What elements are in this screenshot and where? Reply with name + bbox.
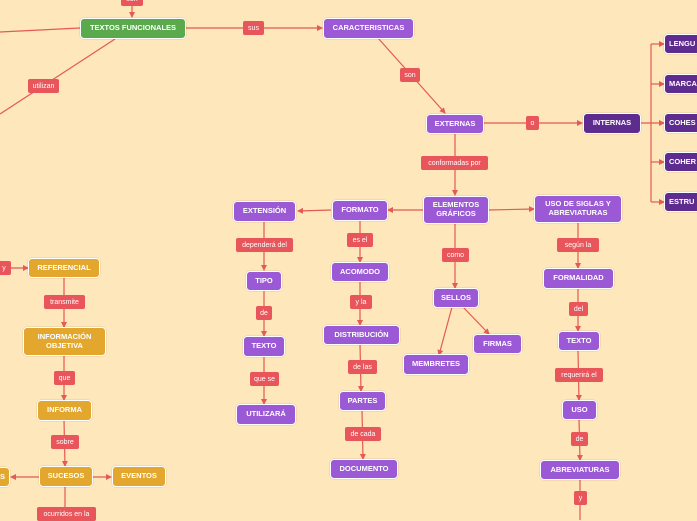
link-label-es-el: es el <box>347 233 373 247</box>
link-label-que: que <box>54 371 75 385</box>
node-marca[interactable]: MARCA <box>664 74 697 94</box>
node-internas[interactable]: INTERNAS <box>583 113 641 134</box>
node-left-cut[interactable]: S <box>0 467 10 487</box>
node-sellos[interactable]: SELLOS <box>433 288 479 308</box>
node-uso-de-siglas[interactable]: USO DE SIGLAS Y ABREVIATURAS <box>534 195 622 223</box>
link-label-de-uso: de <box>571 432 588 446</box>
node-sucesos[interactable]: SUCESOS <box>39 466 93 487</box>
node-estru[interactable]: ESTRU <box>664 192 697 212</box>
link-label-o: o <box>526 116 539 130</box>
node-referencial[interactable]: REFERENCIAL <box>28 258 100 278</box>
node-externas[interactable]: EXTERNAS <box>426 114 484 134</box>
link-label-del: del <box>569 302 588 316</box>
link-label-son: son <box>400 68 420 82</box>
node-informacion-objetiva[interactable]: INFORMACIÓN OBJETIVA <box>23 327 106 356</box>
link-label-son-top: son <box>121 0 143 6</box>
link-label-transmite: transmite <box>44 295 85 309</box>
link-label-como: como <box>442 248 469 262</box>
link-label-utilizan: utilizan <box>28 79 59 93</box>
node-abreviaturas[interactable]: ABREVIATURAS <box>540 460 620 480</box>
node-texto-left[interactable]: TEXTO <box>243 336 285 357</box>
node-acomodo[interactable]: ACOMODO <box>331 262 389 282</box>
link-label-que-se: que se <box>250 372 279 386</box>
link-label-sobre: sobre <box>51 435 79 449</box>
node-cohes[interactable]: COHES <box>664 113 697 133</box>
node-elementos-graficos[interactable]: ELEMENTOS GRÁFICOS <box>423 196 489 224</box>
link-label-de-tipo: de <box>256 306 272 320</box>
link-label-dependera-del: dependerá del <box>236 238 293 252</box>
link-label-ocurridos-en-la: ocurridos en la <box>37 507 96 521</box>
link-label-de-cada: de cada <box>345 427 381 441</box>
link-label-y-la: y la <box>350 295 372 309</box>
node-partes[interactable]: PARTES <box>339 391 386 411</box>
link-label-de-las: de las <box>348 360 377 374</box>
node-uso[interactable]: USO <box>562 400 597 420</box>
node-formato[interactable]: FORMATO <box>332 200 388 221</box>
link-label-conformadas-por: conformadas por <box>421 156 488 170</box>
node-lengu[interactable]: LENGU <box>664 34 697 54</box>
node-eventos[interactable]: EVENTOS <box>112 466 166 487</box>
node-extension[interactable]: EXTENSIÓN <box>233 201 296 222</box>
node-formalidad[interactable]: FORMALIDAD <box>543 268 614 289</box>
node-firmas[interactable]: FIRMAS <box>473 334 522 354</box>
node-caracteristicas[interactable]: CARACTERISTICAS <box>323 18 414 39</box>
node-utilizara[interactable]: UTILIZARÁ <box>236 404 296 425</box>
node-distribucion[interactable]: DISTRIBUCIÓN <box>323 325 400 345</box>
link-label-requerira-el: requerirá el <box>555 368 603 382</box>
node-membretes[interactable]: MEMBRETES <box>403 354 469 375</box>
node-documento[interactable]: DOCUMENTO <box>330 459 398 479</box>
node-textos-funcionales[interactable]: TEXTOS FUNCIONALES <box>80 18 186 39</box>
link-label-y-bottom: y <box>574 491 587 505</box>
node-coher[interactable]: COHER <box>664 152 697 172</box>
node-tipo[interactable]: TIPO <box>246 271 282 291</box>
link-label-sus: sus <box>243 21 264 35</box>
link-label-y-left: y <box>0 261 11 275</box>
link-label-segun-la: según la <box>557 238 599 252</box>
node-informa[interactable]: INFORMA <box>37 400 92 421</box>
node-texto-right[interactable]: TEXTO <box>558 331 600 351</box>
